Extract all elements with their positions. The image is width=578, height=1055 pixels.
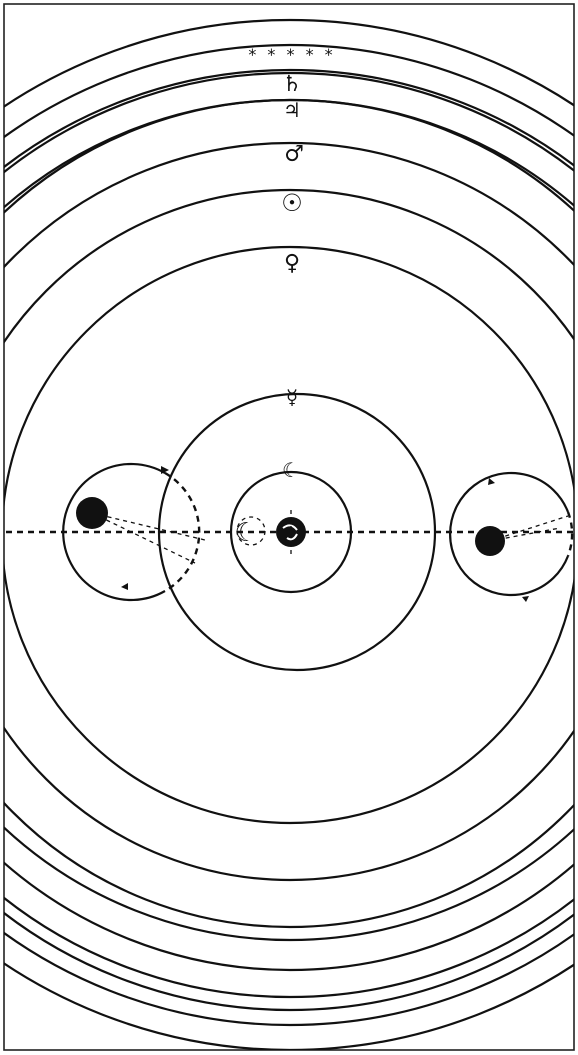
- left-ray-1: [92, 513, 205, 540]
- jupiter-symbol: ♃: [283, 98, 301, 122]
- right-epicycle-solid: [450, 473, 568, 595]
- saturn-symbol: ♄: [282, 72, 302, 97]
- fixed-stars-label: * * * * *: [248, 45, 335, 64]
- arrow-right-top: [488, 478, 495, 485]
- right-planet: [475, 526, 505, 556]
- left-planet: [76, 497, 108, 529]
- left-ray-2: [92, 513, 195, 563]
- sun-symbol: ☉: [281, 189, 303, 217]
- venus-symbol: ♀: [284, 251, 300, 276]
- moon-upper-symbol: ☾: [282, 458, 300, 482]
- arrow-right-bottom: [522, 596, 529, 602]
- moon-lower-symbol: ☾: [234, 518, 257, 548]
- mars-symbol: ♂: [284, 142, 304, 167]
- arrow-left-bottom: [121, 583, 128, 590]
- mercury-symbol: ☿: [286, 385, 298, 409]
- right-epicycle-dashed: [568, 512, 572, 556]
